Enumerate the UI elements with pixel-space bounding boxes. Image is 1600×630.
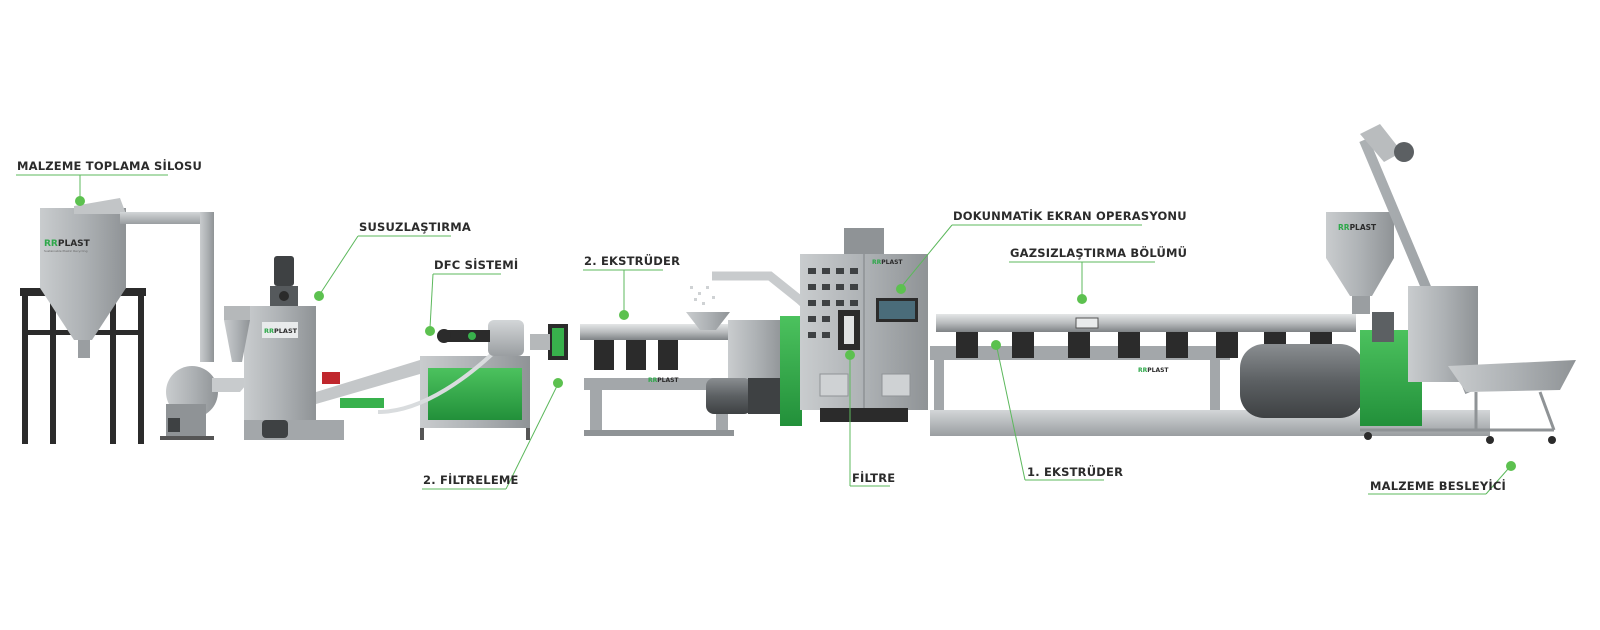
- callout-degassing: GAZSIZLAŞTIRMA BÖLÜMÜ: [1009, 245, 1187, 304]
- callout-dewatering: SUSUZLAŞTIRMA: [314, 220, 471, 301]
- control-cabinet: RRPLAST: [800, 228, 928, 422]
- svg-text:RRPLAST: RRPLAST: [44, 239, 91, 249]
- dewatering-unit: RRPLAST: [224, 256, 420, 440]
- callout-second-filtration: 2. FİLTRELEME: [422, 378, 563, 490]
- label-first-extruder: 1. EKSTRÜDER: [1027, 464, 1123, 479]
- marker-dot: [314, 291, 324, 301]
- callout-dfc-system: DFC SİSTEMİ: [425, 257, 518, 336]
- logo-plast-text: PLAST: [1147, 367, 1169, 374]
- label-dewatering: SUSUZLAŞTIRMA: [359, 220, 471, 234]
- logo-rr-text: RR: [264, 327, 274, 335]
- marker-dot: [75, 196, 85, 206]
- svg-text:RRPLAST: RRPLAST: [1338, 223, 1377, 232]
- label-second-filtration: 2. FİLTRELEME: [423, 472, 519, 487]
- second-extruder: RRPLAST: [580, 271, 824, 436]
- marker-dot: [425, 326, 435, 336]
- marker-dot: [1077, 294, 1087, 304]
- marker-dot: [845, 350, 855, 360]
- callout-filter: FİLTRE: [845, 350, 895, 487]
- marker-dot: [991, 340, 1001, 350]
- callout-material-feeder: MALZEME BESLEYİCİ: [1368, 461, 1516, 495]
- svg-text:RRPLAST: RRPLAST: [1138, 367, 1169, 374]
- label-filter: FİLTRE: [852, 470, 895, 485]
- label-touch-screen: DOKUNMATİK EKRAN OPERASYONU: [953, 208, 1187, 223]
- label-collection-silo: MALZEME TOPLAMA SİLOSU: [17, 158, 202, 173]
- dfc-system: [377, 320, 568, 440]
- logo-rr-text: RR: [1138, 367, 1148, 374]
- callout-touch-screen: DOKUNMATİK EKRAN OPERASYONU: [896, 208, 1187, 294]
- label-dfc-system: DFC SİSTEMİ: [434, 257, 518, 272]
- label-second-extruder: 2. EKSTRÜDER: [584, 253, 680, 268]
- logo-rr-text: RR: [648, 377, 658, 384]
- logo-rr-text: RR: [1338, 223, 1350, 232]
- marker-dot: [896, 284, 906, 294]
- callout-second-extruder: 2. EKSTRÜDER: [583, 253, 680, 320]
- logo-plast-text: PLAST: [274, 327, 298, 335]
- logo-tagline: Sustainable Plastic Recycling: [44, 249, 88, 253]
- marker-dot: [1506, 461, 1516, 471]
- marker-dot: [619, 310, 629, 320]
- collection-silo: RRPLAST Sustainable Plastic Recycling: [20, 198, 252, 444]
- svg-text:RRPLAST: RRPLAST: [648, 377, 679, 384]
- label-material-feeder: MALZEME BESLEYİCİ: [1370, 478, 1506, 493]
- first-extruder: RRPLAST: [930, 312, 1490, 436]
- callout-collection-silo: MALZEME TOPLAMA SİLOSU: [16, 158, 202, 206]
- marker-dot: [553, 378, 563, 388]
- logo-plast-text: PLAST: [657, 377, 679, 384]
- logo-plast-text: PLAST: [1350, 223, 1377, 232]
- logo-plast-text: PLAST: [58, 239, 91, 249]
- svg-text:RRPLAST: RRPLAST: [264, 327, 298, 335]
- material-feeder: RRPLAST: [1326, 124, 1576, 444]
- logo-rr-text: RR: [872, 259, 882, 266]
- logo-plast-text: PLAST: [881, 259, 903, 266]
- callout-first-extruder: 1. EKSTRÜDER: [991, 340, 1123, 481]
- svg-text:RRPLAST: RRPLAST: [872, 259, 903, 266]
- logo-rr-text: RR: [44, 239, 58, 249]
- label-degassing: GAZSIZLAŞTIRMA BÖLÜMÜ: [1010, 245, 1187, 260]
